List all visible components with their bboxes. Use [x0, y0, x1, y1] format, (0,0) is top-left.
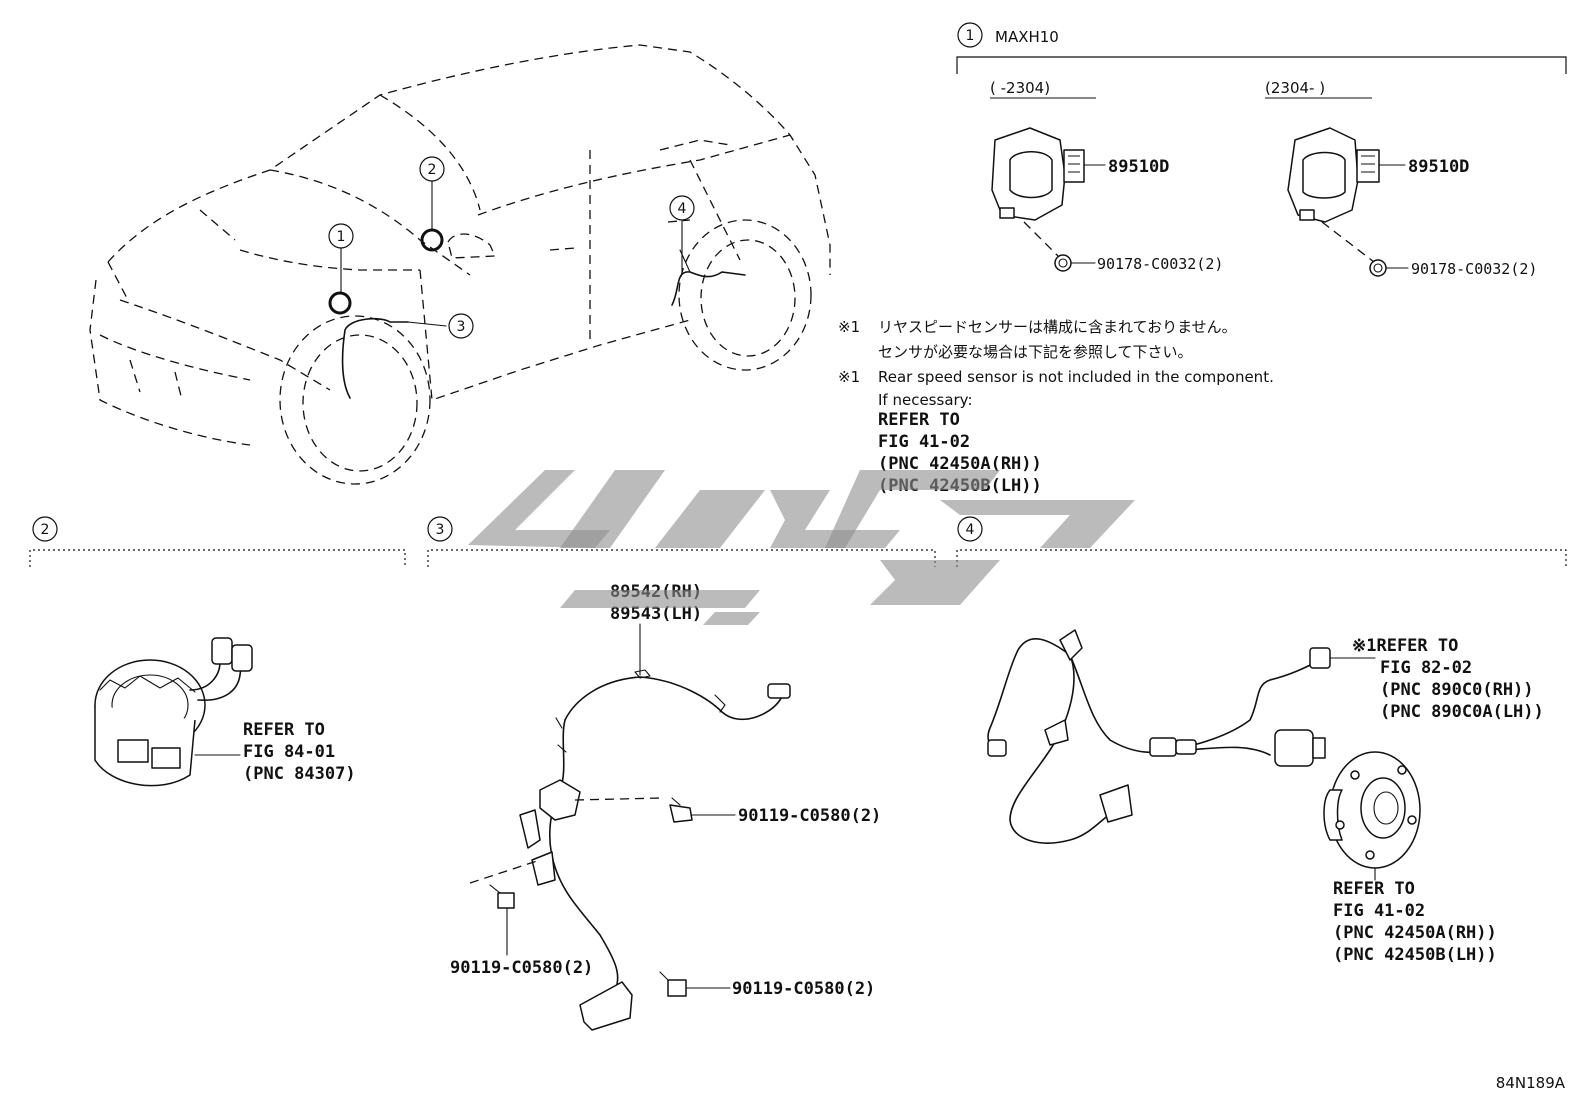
callout-car-1: 1	[328, 223, 354, 249]
note-ref-line2: FIG 41-02	[878, 432, 970, 452]
note-en-line2: If necessary:	[878, 391, 973, 409]
note-mark-en: ※1	[838, 368, 860, 386]
note-ref-line3: (PNC 42450A(RH))	[878, 454, 1042, 474]
section-4-ref2-line1: REFER TO	[1333, 879, 1415, 899]
callout-car-2: 2	[419, 156, 445, 182]
clip-part-number-late: 90178-C0032(2)	[1411, 260, 1537, 278]
section-2-ref-line1: REFER TO	[243, 720, 325, 740]
yaw-sensor-early	[991, 127, 1106, 272]
svg-text:2: 2	[428, 162, 437, 178]
section-3-callout-number: 3	[436, 522, 445, 538]
section-4-ref1-line3: (PNC 890C0(RH))	[1380, 680, 1534, 700]
note-jp-line1: リヤスピードセンサーは構成に含まれておりません。	[878, 318, 1237, 336]
bolt-part-number-b: 90119-C0580(2)	[450, 958, 593, 978]
section-4-ref2-line2: FIG 41-02	[1333, 901, 1425, 921]
note-ref-line1: REFER TO	[878, 410, 960, 430]
note-en-line1: Rear speed sensor is not included in the…	[878, 368, 1274, 386]
svg-text:3: 3	[457, 319, 466, 335]
bolt-part-number-c: 90119-C0580(2)	[732, 979, 875, 999]
section-4-ref2-line4: (PNC 42450B(LH))	[1333, 945, 1497, 965]
section-2-ref-line2: FIG 84-01	[243, 742, 335, 762]
section-4-ref2-line3: (PNC 42450A(RH))	[1333, 923, 1497, 943]
rear-axle-hub	[1323, 751, 1421, 881]
rear-speed-sensor-harness	[987, 629, 1421, 881]
section-4-ref1-line1: ※1REFER TO	[1352, 636, 1458, 656]
vehicle-overview	[89, 44, 831, 485]
note-mark-jp: ※1	[838, 318, 860, 336]
yaw-sensor-late	[1287, 127, 1409, 277]
front-sensor-part-lh: 89543(LH)	[610, 604, 702, 624]
section-4-ref1-line4: (PNC 890C0A(LH))	[1380, 702, 1544, 722]
section-2-callout	[32, 516, 58, 542]
section-4: 4	[956, 516, 1567, 965]
sensor-part-number-late: 89510D	[1408, 157, 1469, 177]
clip-part-number-early: 90178-C0032(2)	[1097, 255, 1223, 273]
front-speed-sensor-harness	[469, 669, 791, 1031]
svg-text:4: 4	[678, 201, 687, 217]
spiral-cable	[94, 637, 253, 787]
section-2-ref-line3: (PNC 84307)	[243, 764, 356, 784]
section-4-ref1-line2: FIG 82-02	[1380, 658, 1472, 678]
section-2: 2 REFER TO FIG 84-01 (PNC 84307)	[29, 516, 406, 787]
range-late: (2304- )	[1265, 79, 1325, 97]
callout-car-3: 3	[448, 313, 474, 339]
note-jp-line2: センサが必要な場合は下記を参照して下さい。	[878, 343, 1193, 361]
section-2-callout-number: 2	[41, 522, 50, 538]
section-3-callout	[427, 516, 453, 542]
watermark-logo	[468, 470, 1135, 625]
section-1-callout-number: 1	[966, 28, 975, 44]
section-4-callout	[957, 516, 983, 542]
sensor-part-number-early: 89510D	[1108, 157, 1169, 177]
model-code: MAXH10	[995, 28, 1059, 46]
svg-text:1: 1	[337, 229, 346, 245]
note-block: ※1 リヤスピードセンサーは構成に含まれておりません。 センサが必要な場合は下記…	[838, 318, 1274, 496]
callout-car-4: 4	[669, 195, 695, 221]
bolt-part-number-a: 90119-C0580(2)	[738, 806, 881, 826]
section-4-callout-number: 4	[966, 522, 975, 538]
range-early: ( -2304)	[990, 79, 1050, 97]
section-1: 1 MAXH10 ( -2304) (2304- ) 89510D 90178-…	[956, 22, 1567, 278]
section-1-callout	[957, 22, 983, 48]
figure-id: 84N189A	[1496, 1074, 1566, 1092]
